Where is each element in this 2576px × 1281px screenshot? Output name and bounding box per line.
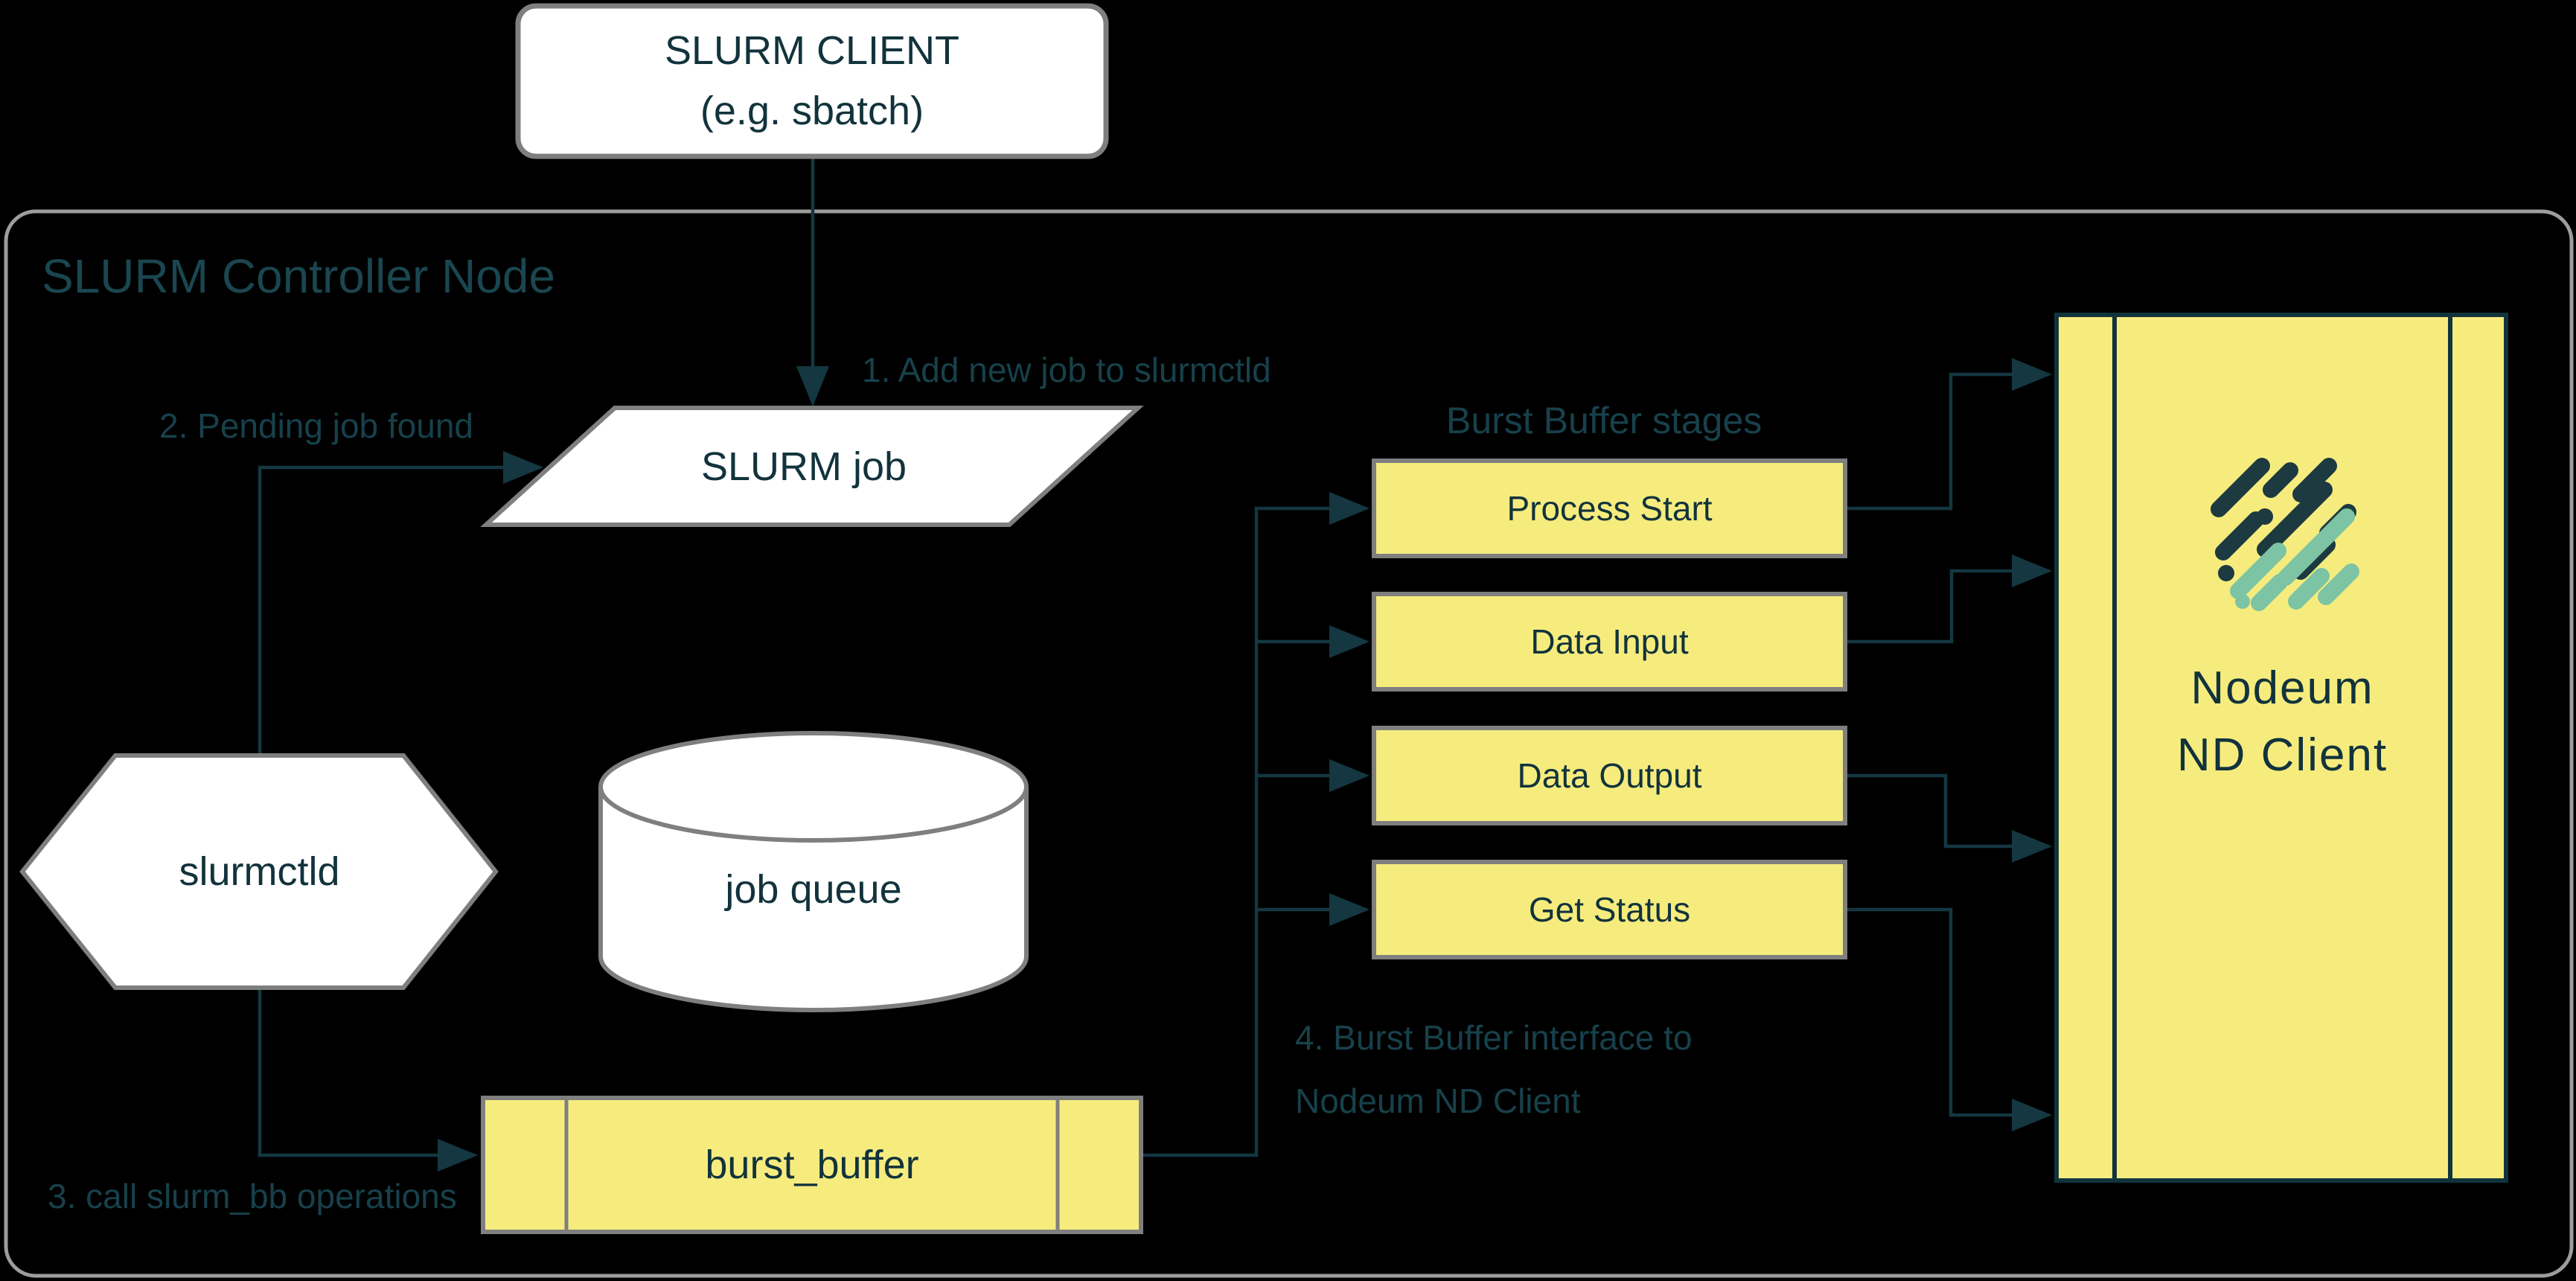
connector-stage4-to-nodeum (1845, 907, 2052, 1131)
stage-label-get-status: Get Status (1528, 890, 1691, 929)
stage-box-data-output (1372, 726, 1847, 825)
slurm-job-label: SLURM job (700, 444, 907, 489)
nodeum-client-box (2054, 313, 2508, 1183)
nodeum-logo (2211, 458, 2359, 611)
slurmctld-hexagon (19, 753, 499, 990)
connector-bb-to-stage1 (1141, 492, 1370, 1157)
burst-buffer-box (481, 1096, 1143, 1234)
stage-box-data-input (1372, 592, 1847, 691)
nodeum-label-line1: Nodeum (2190, 662, 2374, 715)
job-queue-cylinder-body (598, 787, 1029, 1012)
annotation-step4: 4. Burst Buffer interface to Nodeum ND C… (1295, 1006, 1693, 1133)
annotation-step2: 2. Pending job found (159, 406, 474, 445)
slurmctld-label: slurmctld (179, 849, 340, 894)
connector-stage2-to-nodeum (1845, 555, 2052, 644)
controller-node-container (4, 209, 2574, 1278)
job-queue-cylinder-top (598, 731, 1029, 843)
annotation-step3: 3. call slurm_bb operations (48, 1177, 457, 1215)
slurm-client-line2: (e.g. sbatch) (700, 89, 924, 133)
stage-label-process-start: Process Start (1506, 489, 1713, 528)
slurm-job-parallelogram (480, 406, 1144, 527)
annotation-step4-line1: 4. Burst Buffer interface to (1295, 1018, 1693, 1057)
slurm-client-box (515, 3, 1109, 159)
connector-lines (258, 158, 2052, 1172)
annotation-step4-line2: Nodeum ND Client (1295, 1082, 1581, 1121)
nodeum-client-label: Nodeum ND Client (2115, 651, 2450, 793)
job-queue-label: job queue (725, 867, 902, 912)
stage-label-data-output: Data Output (1517, 756, 1702, 795)
annotation-step1: 1. Add new job to slurmctld (862, 351, 1271, 389)
connector-stage1-to-nodeum (1845, 358, 2052, 511)
burst-buffer-label: burst_buffer (705, 1143, 919, 1187)
slurm-client-line1: SLURM CLIENT (664, 28, 960, 73)
connector-pending-job (258, 451, 543, 754)
stage-label-data-input: Data Input (1530, 622, 1689, 661)
container-title: SLURM Controller Node (42, 249, 556, 303)
stage-box-get-status (1372, 860, 1847, 959)
connector-stage3-to-nodeum (1845, 773, 2052, 863)
burst-buffer-stages-heading: Burst Buffer stages (1446, 400, 1762, 441)
slurm-client-label: SLURM CLIENT (e.g. sbatch) (518, 6, 1106, 156)
nodeum-label-line2: ND Client (2176, 729, 2388, 781)
connector-call-slurmbb (258, 990, 478, 1172)
stage-box-process-start (1372, 459, 1847, 558)
